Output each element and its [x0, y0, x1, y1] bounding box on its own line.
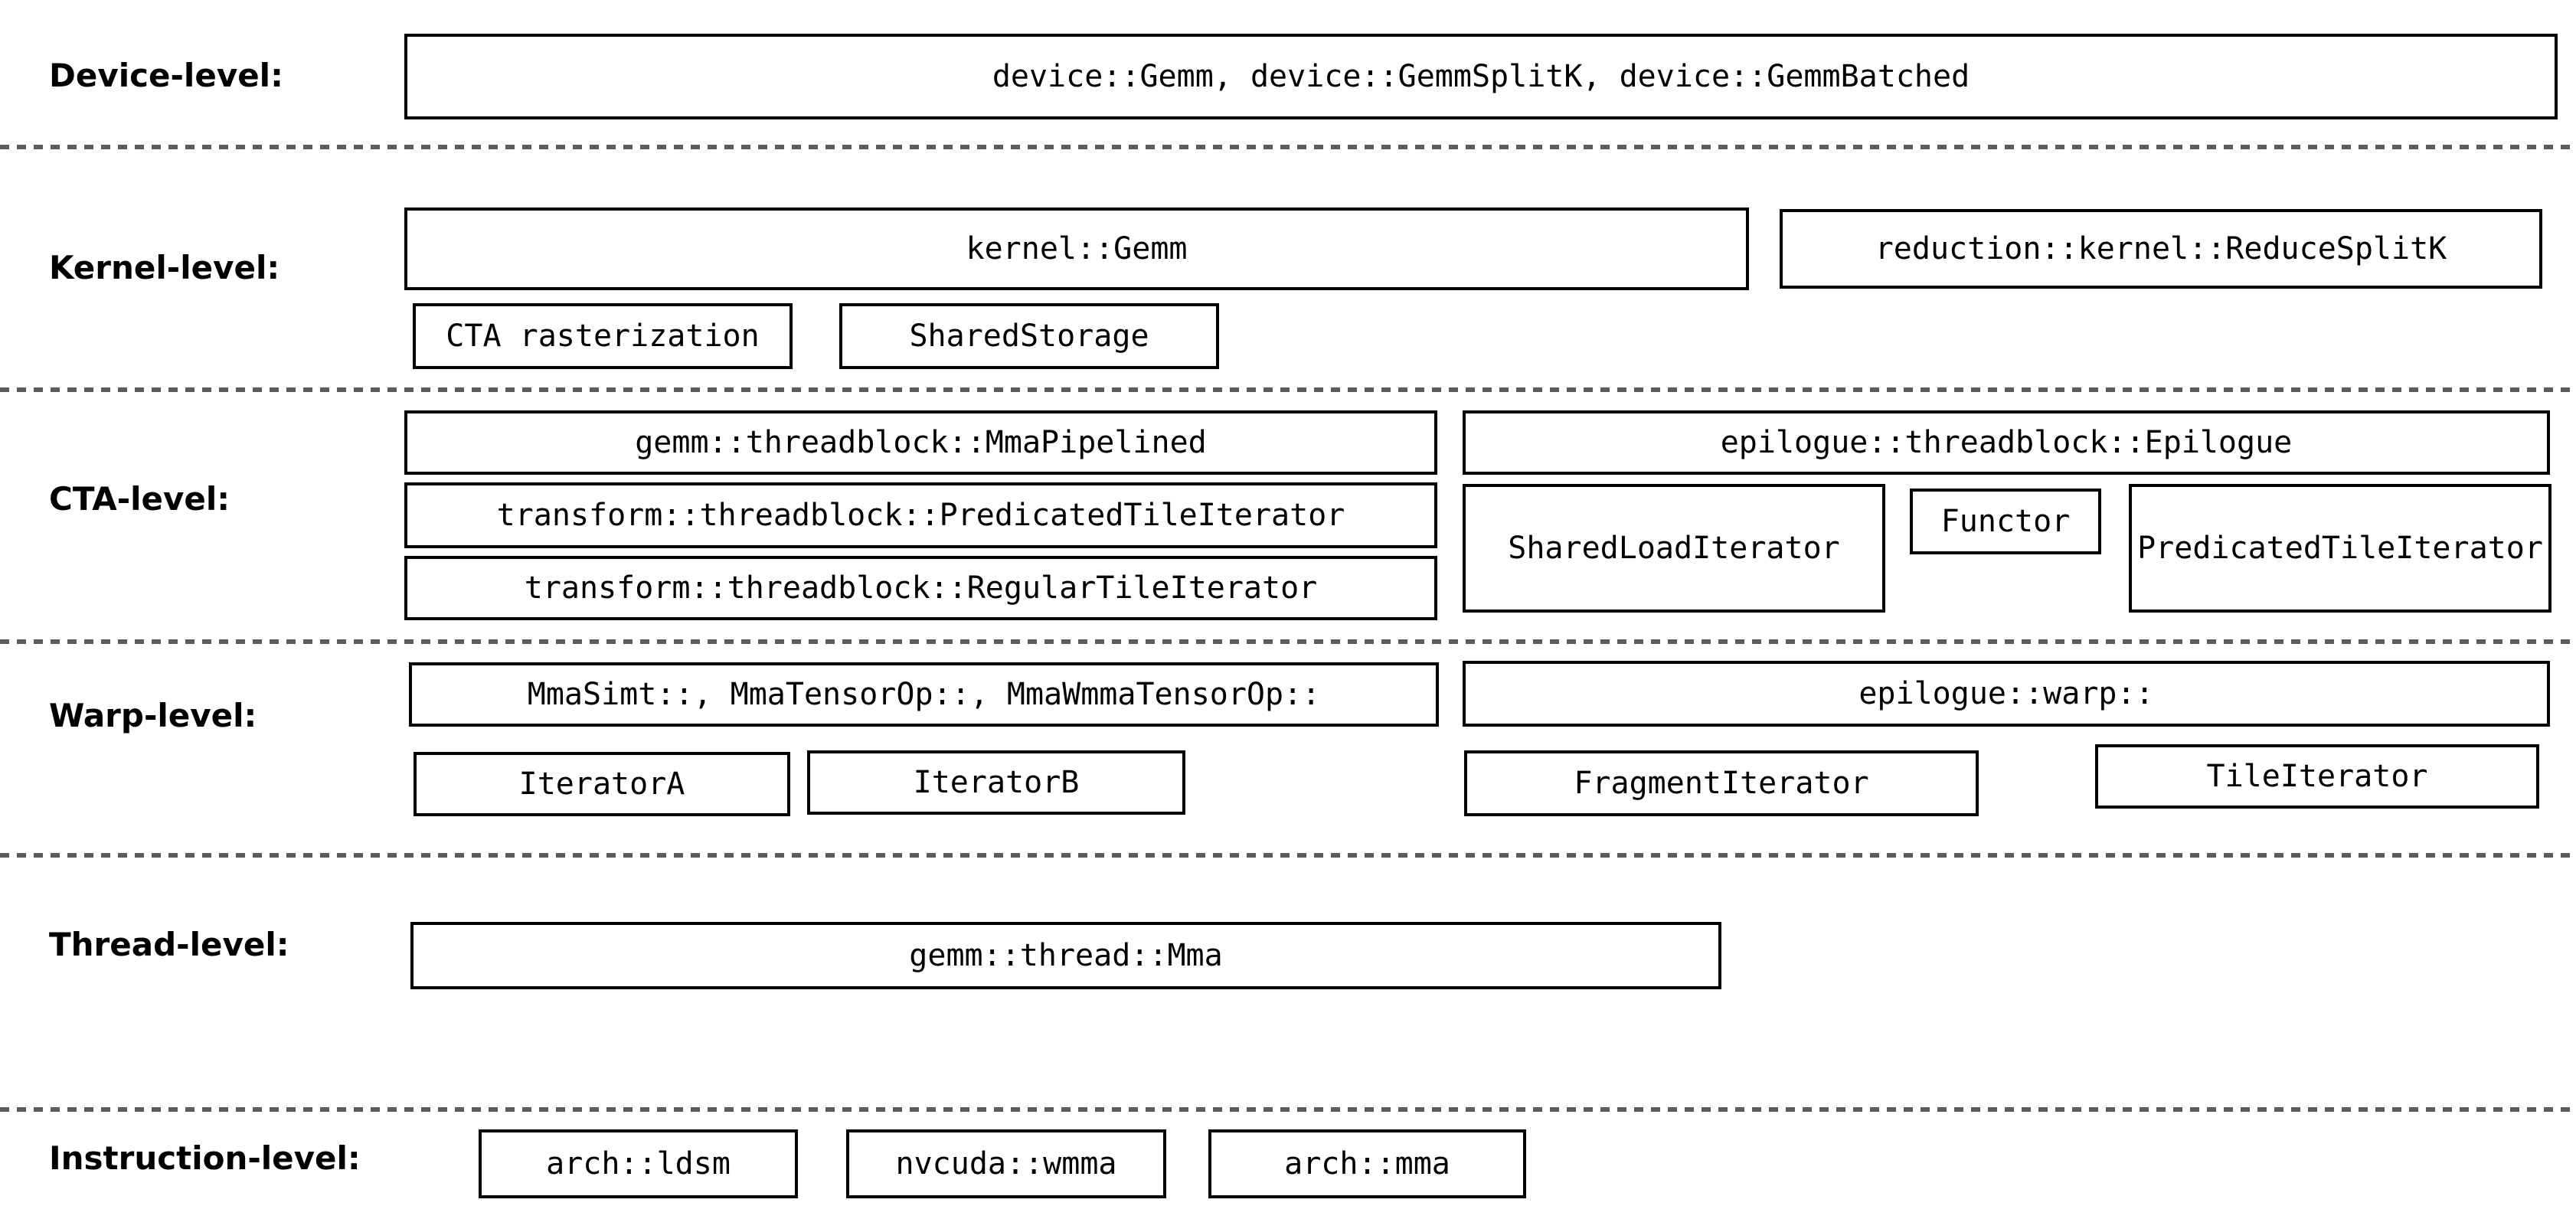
box-threadblock-mma-pipelined: gemm::threadblock::MmaPipelined [404, 410, 1437, 475]
box-device-gemm-apis: device::Gemm, device::GemmSplitK, device… [404, 34, 2558, 119]
box-threadblock-regular-tile-iterator: transform::threadblock::RegularTileItera… [404, 556, 1437, 620]
separator-kernel-cta [0, 387, 2576, 392]
box-nvcuda-wmma: nvcuda::wmma [846, 1129, 1166, 1198]
box-thread-mma: gemm::thread::Mma [410, 922, 1721, 989]
box-threadblock-predicated-tile-iterator: transform::threadblock::PredicatedTileIt… [404, 482, 1437, 548]
box-shared-load-iterator: SharedLoadIterator [1463, 484, 1885, 613]
box-iterator-a: IteratorA [414, 752, 790, 816]
box-warp-mma-variants: MmaSimt::, MmaTensorOp::, MmaWmmaTensorO… [409, 662, 1439, 727]
box-arch-mma: arch::mma [1208, 1129, 1526, 1198]
box-epilogue-threadblock: epilogue::threadblock::Epilogue [1463, 410, 2550, 475]
level-label-device: Device-level: [49, 57, 283, 94]
box-functor: Functor [1910, 489, 2101, 554]
box-fragment-iterator: FragmentIterator [1464, 750, 1979, 816]
box-iterator-b: IteratorB [807, 750, 1185, 815]
separator-thread-instruction [0, 1107, 2576, 1112]
box-kernel-gemm: kernel::Gemm [404, 208, 1749, 290]
level-label-warp: Warp-level: [49, 697, 257, 734]
box-reduction-kernel-reduce-splitk: reduction::kernel::ReduceSplitK [1780, 209, 2542, 289]
level-label-kernel: Kernel-level: [49, 249, 280, 286]
separator-cta-warp [0, 639, 2576, 644]
box-epilogue-warp: epilogue::warp:: [1463, 661, 2550, 727]
box-shared-storage: SharedStorage [839, 303, 1219, 369]
box-tile-iterator: TileIterator [2095, 744, 2539, 809]
level-label-cta: CTA-level: [49, 480, 230, 518]
level-label-instruction: Instruction-level: [49, 1139, 361, 1177]
box-epilogue-predicated-tile-iterator: PredicatedTileIterator [2129, 484, 2551, 613]
box-cta-rasterization: CTA rasterization [413, 303, 793, 369]
box-arch-ldsm: arch::ldsm [479, 1129, 798, 1198]
separator-warp-thread [0, 853, 2576, 858]
separator-device-kernel [0, 145, 2576, 149]
level-label-thread: Thread-level: [49, 926, 289, 963]
